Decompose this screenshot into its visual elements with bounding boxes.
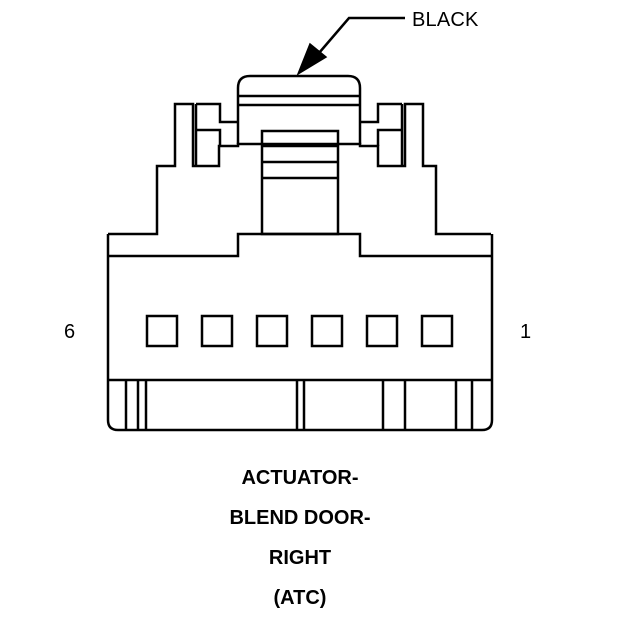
title-line-4: (ATC) [273, 587, 327, 609]
latch-cap [236, 74, 362, 144]
title-line-3: RIGHT [268, 547, 332, 569]
title-line-2: BLEND DOOR- [229, 507, 371, 529]
left-guide-step [196, 128, 222, 146]
left-guide-inner [196, 102, 238, 124]
cavity-1 [420, 314, 454, 348]
connector-diagram: BLACK 6 1 ACTUATOR- BLEND DOOR- RIGHT (A… [64, 9, 532, 609]
connector-title: ACTUATOR- BLEND DOOR- RIGHT (ATC) [150, 458, 450, 618]
title-line-1: ACTUATOR- [241, 467, 359, 489]
cavity-3 [310, 314, 344, 348]
connector-drawing [106, 16, 494, 432]
right-guide-inner [360, 102, 402, 124]
cavity-6 [145, 314, 179, 348]
right-guide-step [376, 128, 402, 146]
leader-arrowhead [296, 42, 328, 76]
pin-number-left: 6 [64, 321, 76, 343]
leader-line [312, 16, 405, 61]
cavity-4 [255, 314, 289, 348]
cavity-5 [200, 314, 234, 348]
body-top-step [108, 232, 492, 258]
connector-color-label: BLACK [412, 9, 479, 31]
upper-housing [108, 102, 491, 236]
main-body [106, 234, 494, 432]
pin-number-right: 1 [520, 321, 532, 343]
cavity-2 [365, 314, 399, 348]
